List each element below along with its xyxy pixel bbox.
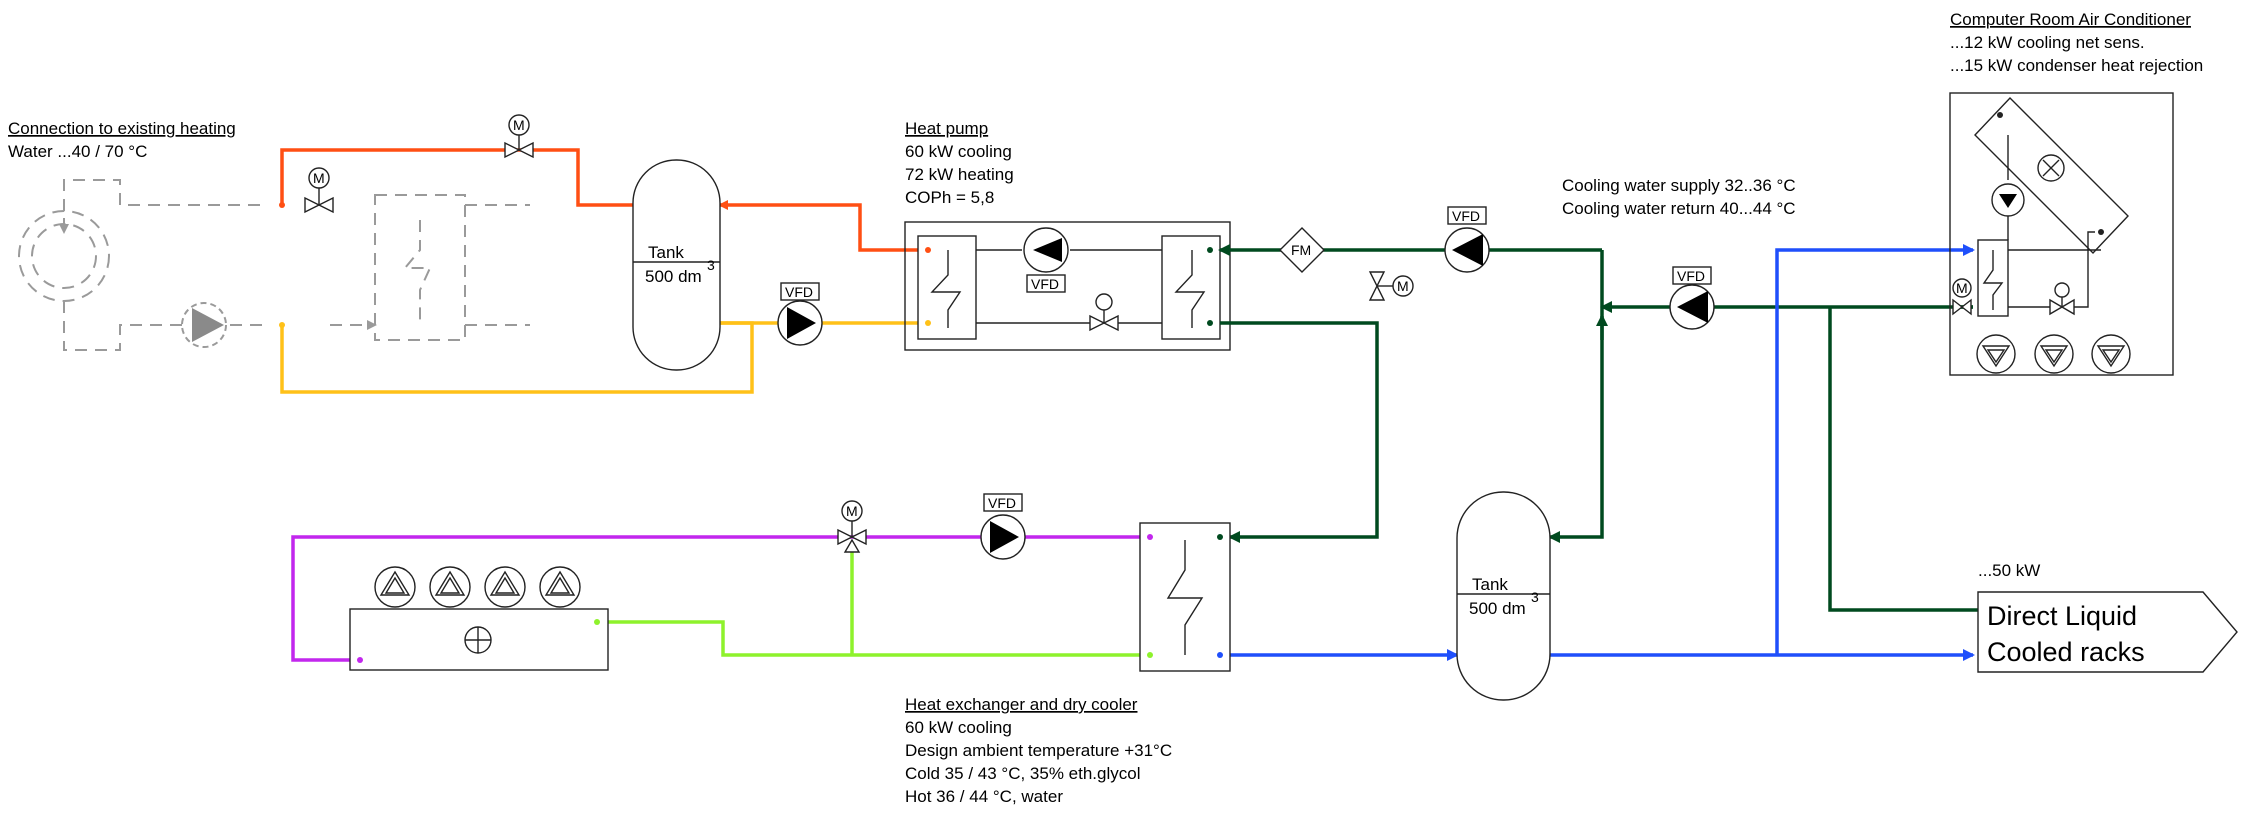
- tank-hot: Tank 500 dm 3: [632, 159, 721, 371]
- heat-pump-cooling: 60 kW cooling: [905, 142, 1012, 161]
- heat-pump: Heat pump 60 kW cooling 72 kW heating CO…: [904, 119, 1231, 351]
- cooling-water-return: Cooling water return 40...44 °C: [1562, 199, 1796, 218]
- vfd-tag: VFD: [785, 284, 813, 300]
- dry-cooler: [349, 566, 609, 671]
- glycol-loop: M VFD: [291, 493, 1231, 806]
- chilled-supply-loop: [1230, 244, 1975, 661]
- existing-heating-title: Connection to existing heating: [8, 119, 236, 138]
- cooling-water-loop: Cooling water supply 32..36 °C Cooling w…: [1218, 176, 1978, 612]
- tank-cool: Tank 500 dm 3: [1456, 491, 1551, 701]
- crac-unit: Computer Room Air Conditioner ...12 kW c…: [1949, 10, 2203, 376]
- tank-hot-volume: 500 dm: [645, 267, 702, 286]
- existing-heat-exchanger: [374, 194, 466, 341]
- hx-title: Heat exchanger and dry cooler: [905, 695, 1138, 714]
- heat-pump-title: Heat pump: [905, 119, 988, 138]
- vfd-pump-cw-2[interactable]: VFD: [1669, 266, 1715, 330]
- heat-exchanger-glycol: [1139, 522, 1231, 672]
- crac-heat-rejection: ...15 kW condenser heat rejection: [1950, 56, 2203, 75]
- crac-compressor-icon: [1991, 183, 2025, 217]
- heat-pump-heating: 72 kW heating: [905, 165, 1014, 184]
- motor-tag: M: [513, 117, 525, 133]
- tank-cool-volume: 500 dm: [1469, 599, 1526, 618]
- tank-hot-sup: 3: [707, 257, 715, 273]
- hx-cold: Cold 35 / 43 °C, 35% eth.glycol: [905, 764, 1141, 783]
- tank-cool-label: Tank: [1472, 575, 1508, 594]
- tank-cool-sup: 3: [1531, 589, 1539, 605]
- hx-hot: Hot 36 / 44 °C, water: [905, 787, 1063, 806]
- tank-hot-label: Tank: [648, 243, 684, 262]
- hx-cooling: 60 kW cooling: [905, 718, 1012, 737]
- cooling-water-supply: Cooling water supply 32..36 °C: [1562, 176, 1796, 195]
- existing-pump-icon: [181, 302, 227, 348]
- connection-dots: [279, 202, 1213, 328]
- crac-cooling: ...12 kW cooling net sens.: [1950, 33, 2145, 52]
- vfd-tag: VFD: [1031, 276, 1059, 292]
- vfd-pump-hot[interactable]: VFD: [777, 282, 823, 346]
- three-way-motor-valve-cw[interactable]: M: [1368, 271, 1414, 301]
- vfd-tag: VFD: [1677, 268, 1705, 284]
- crac-fan-icon: [2037, 154, 2065, 182]
- expansion-valve-icon: [1089, 293, 1119, 332]
- existing-heating-water: Water ...40 / 70 °C: [8, 142, 147, 161]
- motor-valve-hot-1[interactable]: M: [504, 114, 534, 159]
- vfd-tag: VFD: [1452, 208, 1480, 224]
- compressor-icon: [1023, 227, 1069, 273]
- hot-water-loop: M M Tank 500 dm 3 VFD: [280, 114, 918, 394]
- flow-meter-tag: FM: [1291, 242, 1311, 258]
- motor-tag: M: [1397, 278, 1409, 294]
- crac-evaporator-fans: [1976, 334, 2131, 374]
- dlc-line2: Cooled racks: [1987, 637, 2145, 667]
- vfd-pump-cw-1[interactable]: VFD: [1444, 206, 1490, 273]
- dlc-line1: Direct Liquid: [1987, 601, 2137, 631]
- crac-motor-valve[interactable]: M: [1952, 278, 1972, 316]
- vfd-tag: VFD: [988, 495, 1016, 511]
- crac-title: Computer Room Air Conditioner: [1950, 10, 2191, 29]
- existing-heating-system: Connection to existing heating Water ...…: [8, 119, 530, 351]
- crac-expansion-valve: [2049, 282, 2075, 316]
- motor-tag: M: [313, 170, 325, 186]
- three-way-motor-valve-glycol[interactable]: M: [837, 500, 867, 553]
- dlc-power: ...50 kW: [1978, 561, 2040, 580]
- motor-tag: M: [846, 503, 858, 519]
- heat-pump-cop: COPh = 5,8: [905, 188, 994, 207]
- vfd-pump-glycol[interactable]: VFD: [980, 493, 1026, 560]
- flow-meter: FM: [1279, 227, 1325, 273]
- motor-valve-hot-2[interactable]: M: [304, 167, 334, 214]
- direct-liquid-cooled-racks: ...50 kW Direct Liquid Cooled racks: [1977, 561, 2238, 673]
- hx-ambient: Design ambient temperature +31°C: [905, 741, 1172, 760]
- motor-tag: M: [1956, 280, 1968, 296]
